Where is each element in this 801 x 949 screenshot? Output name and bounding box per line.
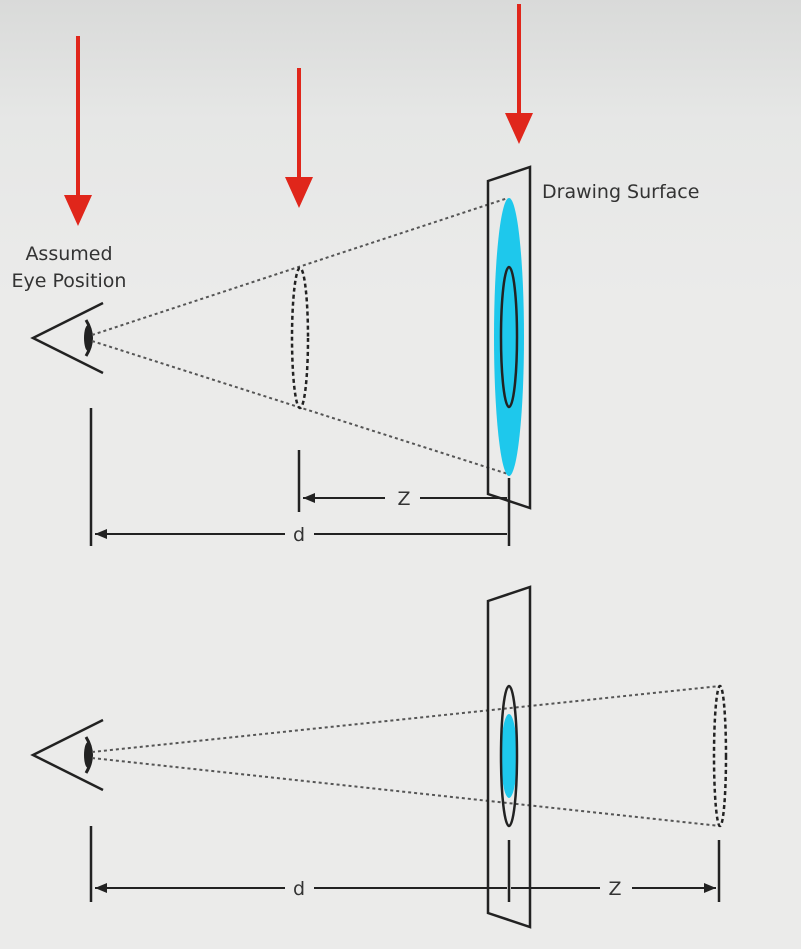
eye-icon-bottom [30,718,104,792]
object-outline-on-surface-bottom [499,684,519,828]
drawing-surface-plane [486,165,532,510]
projected-image [494,198,524,476]
red-arrow-object [285,68,313,208]
real-object-ellipse-bottom [712,684,728,828]
top-d-label: d [293,524,305,546]
object-outline-on-surface [499,265,519,409]
projected-image-bottom [501,714,517,798]
bottom-d-label: d [293,878,305,900]
eye-label-line1: Assumed [25,243,112,265]
top-z-label: Z [397,488,410,510]
red-arrow-surface [505,4,533,144]
sight-line-upper-bottom [91,685,721,753]
drawing-surface-plane-bottom [486,585,532,929]
eye-label-line2: Eye Position [12,270,127,292]
red-arrow-eye [64,36,92,226]
eye-icon [30,301,104,375]
sight-line-upper [91,197,509,336]
real-object-ellipse [290,266,310,410]
drawing-surface-label: Drawing Surface [542,181,699,203]
bottom-z-label: Z [608,878,621,900]
sight-line-lower-bottom [91,757,721,827]
